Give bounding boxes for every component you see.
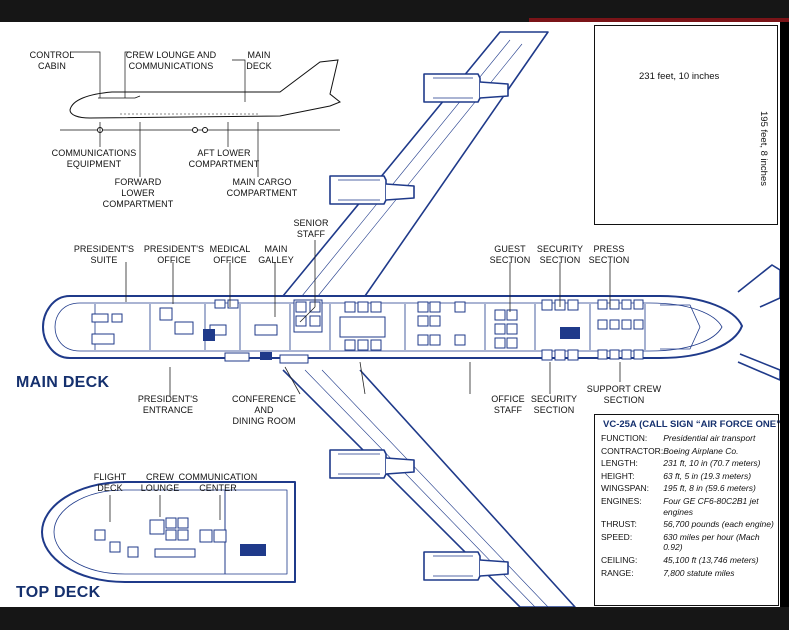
spec-value: 45,100 ft (13,746 meters) [663, 554, 759, 565]
spec-key: THRUST: [601, 519, 637, 530]
wingspan-dimension: 195 feet, 8 inches [758, 111, 769, 186]
engine-upper-inner [329, 175, 415, 205]
spec-key: CEILING: [601, 554, 638, 565]
spec-key: CONTRACTOR: [601, 445, 664, 456]
red-accent-bar [529, 18, 789, 22]
spec-row: LENGTH: 231 ft, 10 in (70.7 meters) [601, 458, 778, 471]
label-security-section-bottom: SECURITY SECTION [530, 394, 578, 415]
top-deck-title: TOP DECK [16, 584, 101, 601]
spec-row: HEIGHT: 63 ft, 5 in (19.3 meters) [601, 471, 778, 484]
spec-value: Four GE CF6-80C2B1 jet engines [663, 495, 759, 517]
label-medical-office: MEDICAL OFFICE [209, 244, 251, 265]
leader-lines [109, 240, 621, 522]
engine-lower-outer [423, 551, 509, 581]
spec-value: Presidential air transport [663, 433, 756, 443]
spec-key: HEIGHT: [601, 470, 635, 481]
label-senior-staff: SENIOR STAFF [293, 218, 329, 239]
top-border [0, 0, 789, 22]
label-main-cargo: MAIN CARGO COMPARTMENT [226, 177, 298, 198]
spec-row: ENGINES: Four GE CF6-80C2B1 jet engines [601, 496, 778, 519]
spec-key: WINGSPAN: [601, 483, 650, 494]
spec-value: 630 miles per hour (Mach 0.92) [663, 531, 760, 553]
blueprint-sheet: CONTROL CABIN CREW LOUNGE AND COMMUNICAT… [0, 22, 780, 607]
spec-key: RANGE: [601, 567, 634, 578]
label-main-galley: MAIN GALLEY [258, 244, 294, 265]
label-aft-lower: AFT LOWER COMPARTMENT [188, 148, 260, 169]
spec-value: 195 ft, 8 in (59.6 meters) [663, 483, 756, 494]
label-comm-center: COMMUNICATION CENTER [178, 472, 258, 493]
label-forward-lower: FORWARD LOWER COMPARTMENT [102, 177, 174, 209]
spec-value: Boeing Airplane Co. [663, 445, 739, 456]
label-presidents-office: PRESIDENT'S OFFICE [143, 244, 205, 265]
label-crew-lounge-comms: CREW LOUNGE AND COMMUNICATIONS [125, 50, 217, 71]
spec-value: 7,800 statute miles [663, 567, 735, 578]
spec-key: SPEED: [601, 531, 633, 542]
spec-key: LENGTH: [601, 458, 638, 469]
spec-value: 56,700 pounds (each engine) [663, 519, 774, 530]
label-presidents-suite: PRESIDENT'S SUITE [73, 244, 135, 265]
lower-wing [282, 369, 576, 607]
main-deck-title: MAIN DECK [16, 374, 110, 391]
length-dimension: 231 feet, 10 inches [639, 71, 720, 82]
bottom-border [0, 607, 789, 630]
label-press-section: PRESS SECTION [588, 244, 630, 265]
engine-upper-outer [423, 73, 509, 103]
specs-title: VC-25A (CALL SIGN “AIR FORCE ONE”) [603, 419, 780, 430]
spec-row: CONTRACTOR:Boeing Airplane Co. [601, 446, 778, 459]
spec-value: 63 ft, 5 in (19.3 meters) [663, 470, 752, 481]
label-comm-equipment: COMMUNICATIONS EQUIPMENT [51, 148, 137, 169]
spec-row: RANGE: 7,800 statute miles [601, 568, 778, 581]
dimension-inset: 231 feet, 10 inches 195 feet, 8 inches [594, 25, 778, 225]
label-conference-dining: CONFERENCE AND DINING ROOM [231, 394, 296, 426]
stairs [203, 327, 580, 556]
label-security-section-top: SECURITY SECTION [536, 244, 584, 265]
engine-lower-inner [329, 449, 415, 479]
label-control-cabin: CONTROL CABIN [29, 50, 75, 71]
spec-value: 231 ft, 10 in (70.7 meters) [663, 458, 761, 469]
spec-row: THRUST: 56,700 pounds (each engine) [601, 519, 778, 532]
label-main-deck: MAIN DECK [246, 50, 272, 71]
side-view-aircraft [60, 51, 341, 177]
upper-stabilizer [737, 264, 780, 308]
label-office-staff: OFFICE STAFF [491, 394, 525, 415]
label-presidents-entrance: PRESIDENT'S ENTRANCE [137, 394, 199, 415]
label-crew-lounge-top: CREW LOUNGE [140, 472, 180, 493]
main-deck-fuselage [42, 295, 743, 359]
spec-key: ENGINES: [601, 495, 642, 506]
spec-row: SPEED: 630 miles per hour (Mach 0.92) [601, 532, 778, 555]
spec-row: WINGSPAN: 195 ft, 8 in (59.6 meters) [601, 483, 778, 496]
spec-row: FUNCTION: Presidential air transport [601, 433, 778, 446]
lower-stabilizer [737, 353, 780, 381]
label-flight-deck: FLIGHT DECK [93, 472, 127, 493]
spec-key: FUNCTION: [601, 433, 648, 443]
label-support-crew: SUPPORT CREW SECTION [586, 384, 662, 405]
specifications-panel: VC-25A (CALL SIGN “AIR FORCE ONE”) FUNCT… [594, 414, 780, 606]
spec-row: CEILING: 45,100 ft (13,746 meters) [601, 555, 778, 568]
top-deck-interior [94, 517, 227, 558]
label-guest-section: GUEST SECTION [489, 244, 531, 265]
